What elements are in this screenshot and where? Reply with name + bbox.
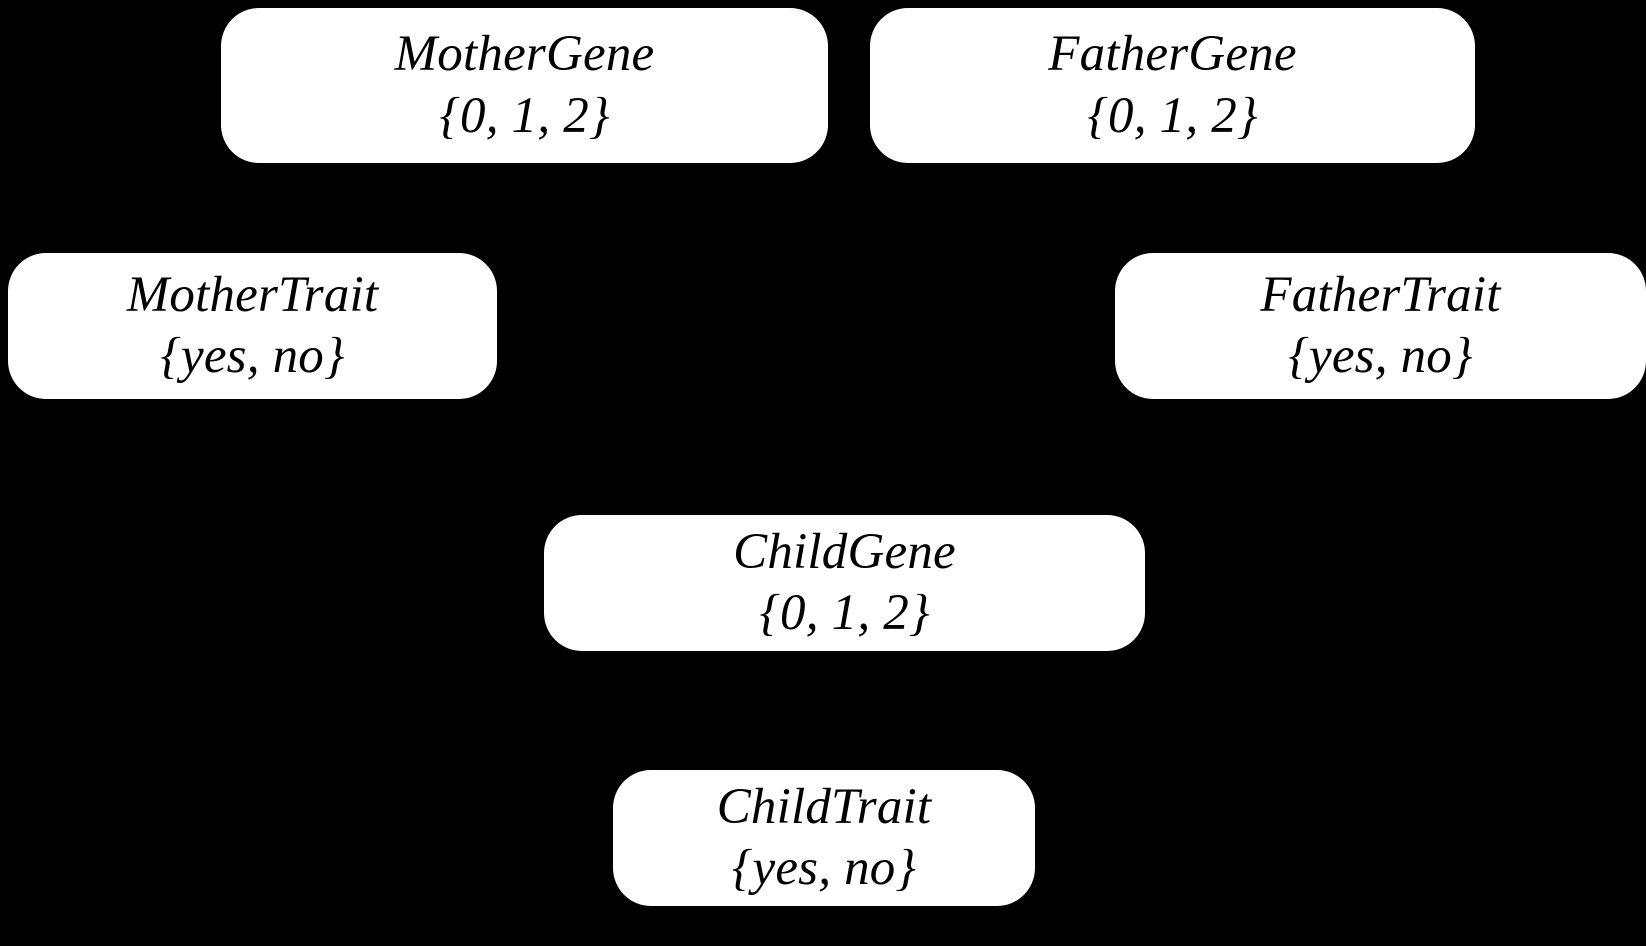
- node-child-gene-label: ChildGene: [733, 523, 956, 580]
- node-father-trait-domain: {yes, no}: [1288, 328, 1473, 384]
- node-father-trait[interactable]: FatherTrait {yes, no}: [1115, 253, 1646, 399]
- node-father-gene-label: FatherGene: [1048, 26, 1297, 83]
- node-child-trait-domain: {yes, no}: [731, 840, 917, 896]
- node-mother-trait-label: MotherTrait: [126, 266, 379, 323]
- node-father-trait-label: FatherTrait: [1260, 266, 1501, 323]
- node-mother-gene[interactable]: MotherGene {0, 1, 2}: [221, 8, 828, 163]
- node-child-trait[interactable]: ChildTrait {yes, no}: [613, 770, 1035, 906]
- node-father-gene-domain: {0, 1, 2}: [1087, 87, 1258, 144]
- node-child-gene-domain: {0, 1, 2}: [759, 585, 930, 641]
- node-mother-gene-label: MotherGene: [394, 26, 655, 83]
- node-child-gene[interactable]: ChildGene {0, 1, 2}: [544, 515, 1145, 651]
- node-mother-gene-domain: {0, 1, 2}: [439, 87, 610, 144]
- node-child-trait-label: ChildTrait: [716, 778, 932, 835]
- node-mother-trait[interactable]: MotherTrait {yes, no}: [8, 253, 497, 399]
- node-mother-trait-domain: {yes, no}: [160, 328, 345, 384]
- node-father-gene[interactable]: FatherGene {0, 1, 2}: [870, 8, 1475, 163]
